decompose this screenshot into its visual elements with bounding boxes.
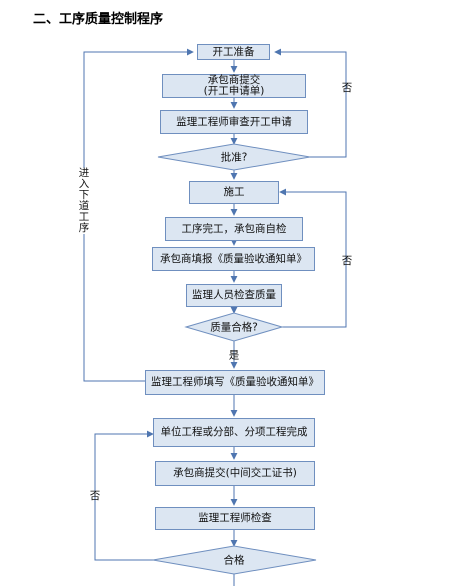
qualified-label: 合格 — [223, 554, 245, 567]
step-review-label: 监理工程师审查开工申请 — [176, 115, 292, 128]
no-label-qualified: 否 — [89, 490, 101, 502]
quality-diamond — [184, 312, 284, 342]
step-unit-done: 单位工程或分部、分项工程完成 — [153, 418, 315, 447]
step-submit-cert-label: 承包商提交(中间交工证书) — [173, 467, 297, 479]
yes-label: 是 — [228, 349, 240, 362]
step-inspect-label: 监理人员检查质量 — [192, 289, 276, 301]
step-construct-label: 施工 — [223, 186, 245, 198]
step-submit-cert: 承包商提交(中间交工证书) — [155, 461, 315, 486]
step-fill-form-label: 承包商填报《质量验收通知单》 — [160, 252, 307, 265]
step-submit: 承包商提交 (开工申请单) — [162, 74, 306, 98]
step-engineer-check: 监理工程师检查 — [155, 507, 315, 530]
step-fill-form: 承包商填报《质量验收通知单》 — [152, 247, 315, 271]
qualified-diamond — [152, 545, 317, 575]
approve-label: 批准? — [220, 151, 248, 164]
step-engineer-check-label: 监理工程师检查 — [198, 512, 272, 524]
page-heading: 二、工序质量控制程序 — [33, 12, 164, 27]
step-inspect: 监理人员检查质量 — [186, 284, 282, 307]
no-label-approve: 否 — [341, 82, 353, 94]
step-engineer-fill-label: 监理工程师填写《质量验收通知单》 — [151, 376, 319, 388]
step-selfcheck-label: 工序完工，承包商自检 — [181, 222, 287, 235]
step-prepare-label: 开工准备 — [212, 45, 255, 58]
step-construct: 施工 — [189, 181, 279, 204]
step-unit-done-label: 单位工程或分部、分项工程完成 — [160, 426, 308, 438]
step-engineer-fill: 监理工程师填写《质量验收通知单》 — [145, 370, 325, 395]
step-submit-sublabel: (开工申请单) — [203, 85, 265, 97]
approve-diamond — [157, 143, 311, 171]
step-selfcheck: 工序完工，承包商自检 — [165, 217, 303, 241]
quality-question-label: 质量合格? — [210, 321, 258, 334]
step-review: 监理工程师审查开工申请 — [160, 110, 308, 134]
step-submit-label: 承包商提交 — [207, 74, 261, 86]
next-process-label: 进入下道工序 — [78, 167, 90, 234]
step-prepare: 开工准备 — [197, 44, 270, 60]
no-label-quality: 否 — [341, 255, 353, 267]
